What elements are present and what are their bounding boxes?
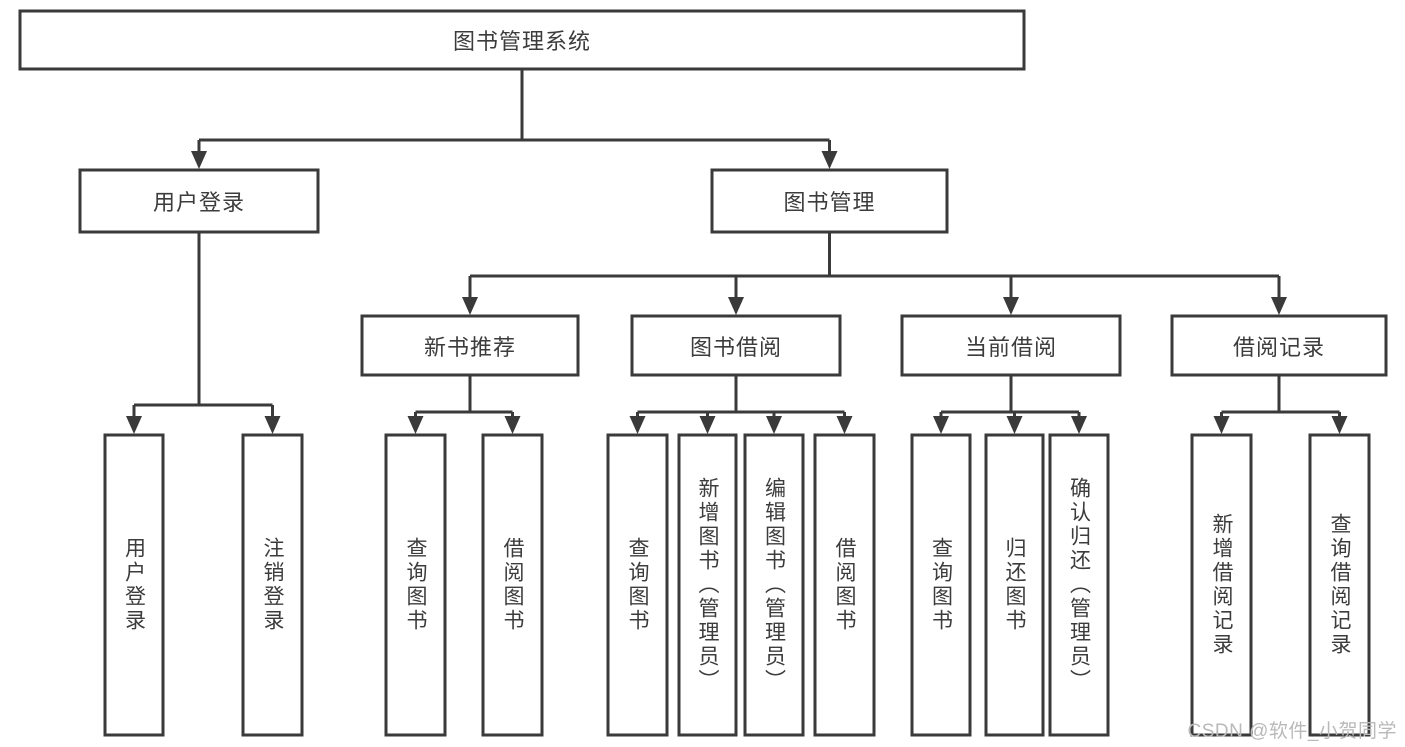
leaf-node-10[interactable]	[1048, 433, 1110, 737]
connector-layer	[126, 69, 1348, 434]
level3-node-0[interactable]	[360, 314, 580, 377]
leaf-node-7[interactable]	[813, 433, 876, 737]
leaf-node-8[interactable]	[910, 433, 972, 737]
leaf-node-9[interactable]	[984, 433, 1045, 737]
arrowhead-icon	[821, 151, 838, 169]
arrowhead-icon	[407, 416, 424, 434]
level2-node-1[interactable]	[710, 168, 949, 234]
arrowhead-icon	[1003, 297, 1019, 315]
arrowhead-icon	[191, 151, 207, 169]
arrowhead-icon	[264, 416, 281, 434]
level2-node-0[interactable]	[78, 168, 320, 234]
leaf-node-4[interactable]	[606, 433, 669, 737]
arrowhead-icon	[933, 416, 949, 434]
leaf-node-2[interactable]	[384, 433, 447, 737]
leaf-node-5[interactable]	[677, 433, 738, 737]
leaf-node-1[interactable]	[241, 433, 304, 737]
leaf-node-6[interactable]	[743, 433, 805, 737]
watermark-text: CSDN @软件_小贺同学	[1187, 721, 1397, 742]
arrowhead-icon	[1006, 416, 1023, 434]
arrowhead-icon	[1213, 416, 1230, 434]
arrowhead-icon	[1071, 416, 1087, 434]
arrowhead-icon	[629, 416, 646, 434]
leaf-node-12[interactable]	[1308, 433, 1371, 737]
arrowhead-icon	[504, 416, 521, 434]
arrowhead-icon	[1271, 297, 1287, 315]
node-box-layer	[18, 9, 1388, 737]
arrowhead-icon	[766, 416, 782, 434]
arrowhead-icon	[1331, 416, 1348, 434]
leaf-node-0[interactable]	[103, 433, 165, 737]
root-node[interactable]	[18, 9, 1026, 71]
leaf-node-3[interactable]	[481, 433, 544, 737]
arrowhead-icon	[462, 297, 478, 315]
level3-node-3[interactable]	[1170, 314, 1388, 377]
arrowhead-icon	[126, 416, 142, 434]
level3-node-2[interactable]	[900, 314, 1122, 377]
arrowhead-icon	[728, 297, 744, 315]
level3-node-1[interactable]	[630, 314, 842, 377]
arrowhead-icon	[836, 416, 853, 434]
leaf-node-11[interactable]	[1190, 433, 1253, 737]
arrowhead-icon	[699, 416, 716, 434]
